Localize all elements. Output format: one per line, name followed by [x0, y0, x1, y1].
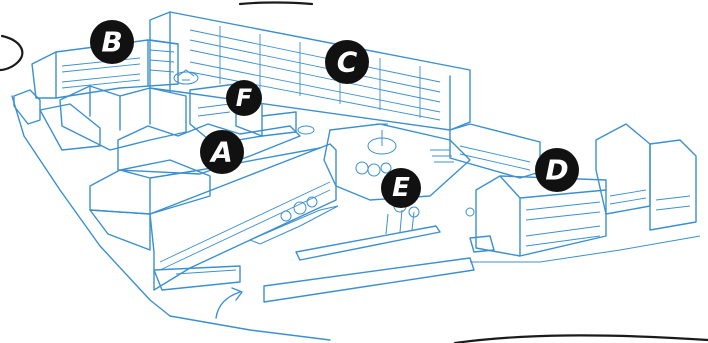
curved-arrow-icon — [215, 287, 243, 319]
marker-f-label: F — [236, 84, 253, 112]
small-roundabout — [297, 125, 315, 135]
marker-f[interactable]: F — [226, 80, 262, 116]
building-c-east-wing — [430, 123, 541, 179]
marker-d-label: D — [545, 154, 568, 187]
building-west-cluster — [39, 85, 187, 151]
marker-a-label: A — [209, 136, 233, 169]
fountain-b — [173, 69, 199, 85]
building-d — [469, 123, 697, 257]
building-c — [149, 11, 471, 131]
building-b — [13, 39, 179, 125]
trees-a — [280, 196, 318, 222]
marker-a[interactable]: A — [200, 130, 244, 174]
marker-b-label: B — [101, 26, 122, 59]
ground-line — [470, 235, 701, 263]
long-wall — [263, 257, 475, 303]
ink-stroke-top — [238, 1, 314, 6]
marker-c-label: C — [337, 46, 358, 79]
garden-bed — [248, 205, 339, 245]
ink-stroke-left — [0, 34, 24, 72]
marker-e[interactable]: E — [381, 168, 421, 208]
marker-e-label: E — [392, 173, 410, 203]
marker-c[interactable]: C — [325, 40, 369, 84]
site-boundary — [11, 95, 331, 341]
marker-b[interactable]: B — [90, 20, 134, 64]
courtyard-e — [323, 123, 471, 201]
marker-d[interactable]: D — [535, 148, 579, 192]
ink-stroke-bottom — [453, 334, 708, 343]
building-a — [89, 123, 337, 291]
